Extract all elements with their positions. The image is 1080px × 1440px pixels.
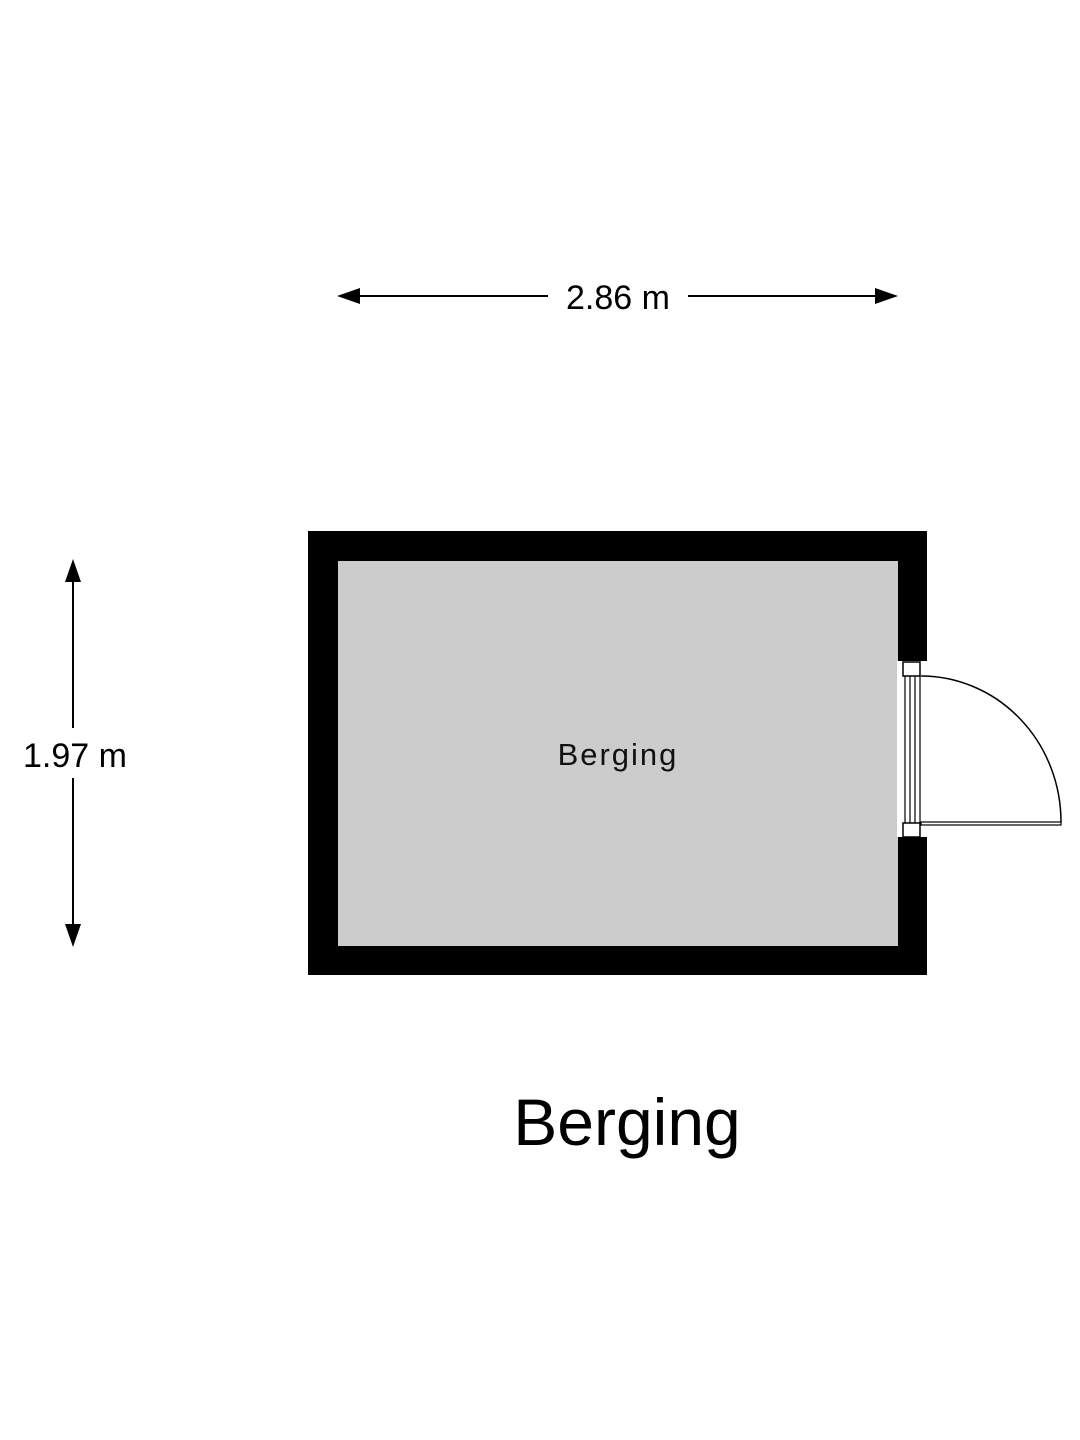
plan-title: Berging: [513, 1085, 741, 1159]
door-swing-arc: [920, 675, 1062, 823]
door-opening: [897, 661, 928, 837]
door-leaf: [920, 821, 1062, 826]
door-frame-bottom: [902, 822, 921, 838]
door-frame-top: [902, 661, 921, 677]
height-arrow-top: [65, 559, 81, 582]
room-floor: [338, 561, 898, 946]
room-berging: Berging: [308, 531, 1062, 975]
width-arrow-left: [337, 288, 360, 304]
height-dimension-label: 1.97 m: [23, 737, 127, 775]
width-dimension-label: 2.86 m: [566, 279, 670, 317]
height-dimension: 1.97 m: [23, 559, 127, 947]
width-arrow-right: [875, 288, 898, 304]
height-arrow-bottom: [65, 924, 81, 947]
room-label: Berging: [558, 737, 679, 772]
width-dimension: 2.86 m: [337, 279, 898, 317]
